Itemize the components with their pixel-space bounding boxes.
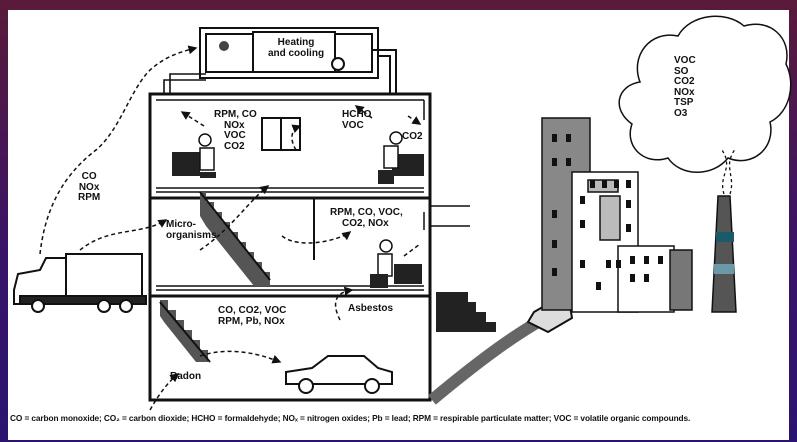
- gauge-icon: [219, 41, 229, 51]
- fan-icon: [332, 58, 344, 70]
- person-at-desk-left: [172, 134, 216, 178]
- upper-middle-pollutants: HCHO VOC: [342, 110, 371, 131]
- basement-pollutants: CO, CO2, VOC RPM, Pb, NOx: [218, 306, 286, 327]
- basement-car: [286, 356, 392, 393]
- person-at-desk-middle: [370, 240, 422, 288]
- outdoor-vehicle-pollutants: CO NOx RPM: [78, 172, 100, 204]
- smoke-cloud: [619, 16, 791, 172]
- upper-right-pollutants: CO2: [402, 132, 423, 143]
- radon-label: Radon: [170, 372, 201, 383]
- middle-floor-pollutants: RPM, CO, VOC, CO2, NOx: [330, 208, 403, 229]
- abbreviations-caption: CO = carbon monoxide; CO₂ = carbon dioxi…: [10, 413, 690, 423]
- microorganisms-label: Micro- organisms: [166, 220, 217, 241]
- upper-left-pollutants: RPM, CO NOx VOC CO2: [214, 110, 257, 152]
- smokestack: [712, 196, 736, 312]
- asbestos-label: Asbestos: [348, 304, 393, 315]
- truck: [14, 254, 146, 312]
- exterior-steps: [436, 292, 496, 332]
- smoke-pollutants: VOC SO CO2 NOx TSP O3: [674, 56, 696, 119]
- window: [262, 118, 300, 150]
- staircase-basement: [160, 300, 210, 362]
